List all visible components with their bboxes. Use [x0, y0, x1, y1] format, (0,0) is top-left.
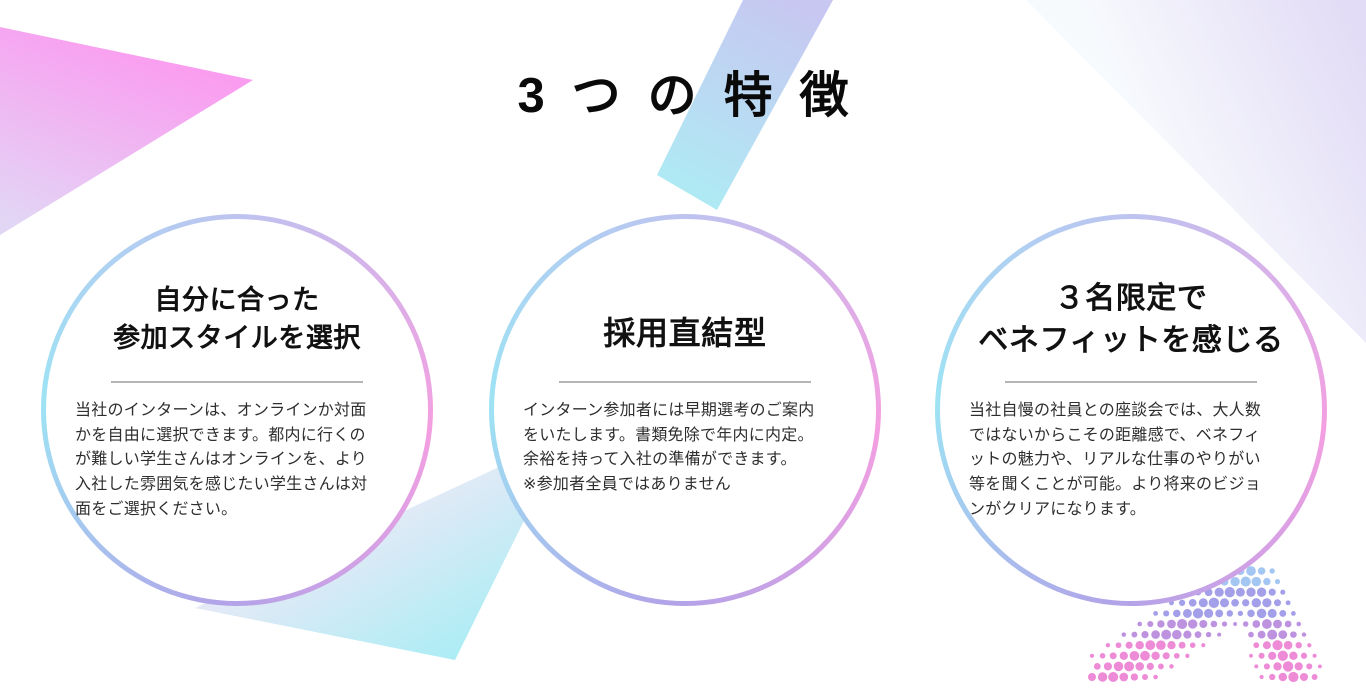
page-title: 3つの特徴	[517, 69, 876, 123]
feature-card-limited-benefit: ３名限定で ベネフィットを感じる 当社自慢の社員との座談会では、大人数 ではない…	[935, 214, 1327, 606]
feature-card-content: 採用直結型 インターン参加者には早期選考のご案内 をいたします。書類免除で年内に…	[494, 219, 876, 601]
halftone-dots-pattern	[1087, 566, 1322, 683]
feature-card-content: ３名限定で ベネフィットを感じる 当社自慢の社員との座談会では、大人数 ではない…	[940, 219, 1322, 601]
feature-title: ３名限定で ベネフィットを感じる	[978, 282, 1284, 357]
title-diagonal-band	[657, 0, 833, 210]
feature-description: 当社のインターンは、オンラインか対面 かを自由に選択できます。都内に行くの が難…	[75, 402, 368, 518]
feature-card-participation-style: 自分に合った 参加スタイルを選択 当社のインターンは、オンラインか対面 かを自由…	[41, 214, 433, 606]
cyan-triangle-shape	[195, 436, 566, 660]
divider-line	[1005, 381, 1257, 383]
feature-card-content: 自分に合った 参加スタイルを選択 当社のインターンは、オンラインか対面 かを自由…	[46, 219, 428, 601]
divider-line	[559, 381, 811, 383]
corner-wedge-shape	[1026, 0, 1366, 343]
feature-title-wrap: 採用直結型	[520, 276, 850, 364]
feature-title-wrap: 自分に合った 参加スタイルを選択	[72, 276, 402, 364]
feature-title: 採用直結型	[603, 314, 767, 351]
feature-description: インターン参加者には早期選考のご案内 をいたします。書類免除で年内に内定。 余裕…	[523, 402, 815, 493]
feature-card-direct-hiring: 採用直結型 インターン参加者には早期選考のご案内 をいたします。書類免除で年内に…	[489, 214, 881, 606]
divider-line	[111, 381, 363, 383]
feature-description: 当社自慢の社員との座談会では、大人数 ではないからこその距離感で、ベネフィ ット…	[969, 402, 1262, 518]
pink-triangle-shape	[0, 27, 253, 235]
feature-title-wrap: ３名限定で ベネフィットを感じる	[966, 276, 1296, 364]
feature-title: 自分に合った 参加スタイルを選択	[113, 285, 361, 353]
